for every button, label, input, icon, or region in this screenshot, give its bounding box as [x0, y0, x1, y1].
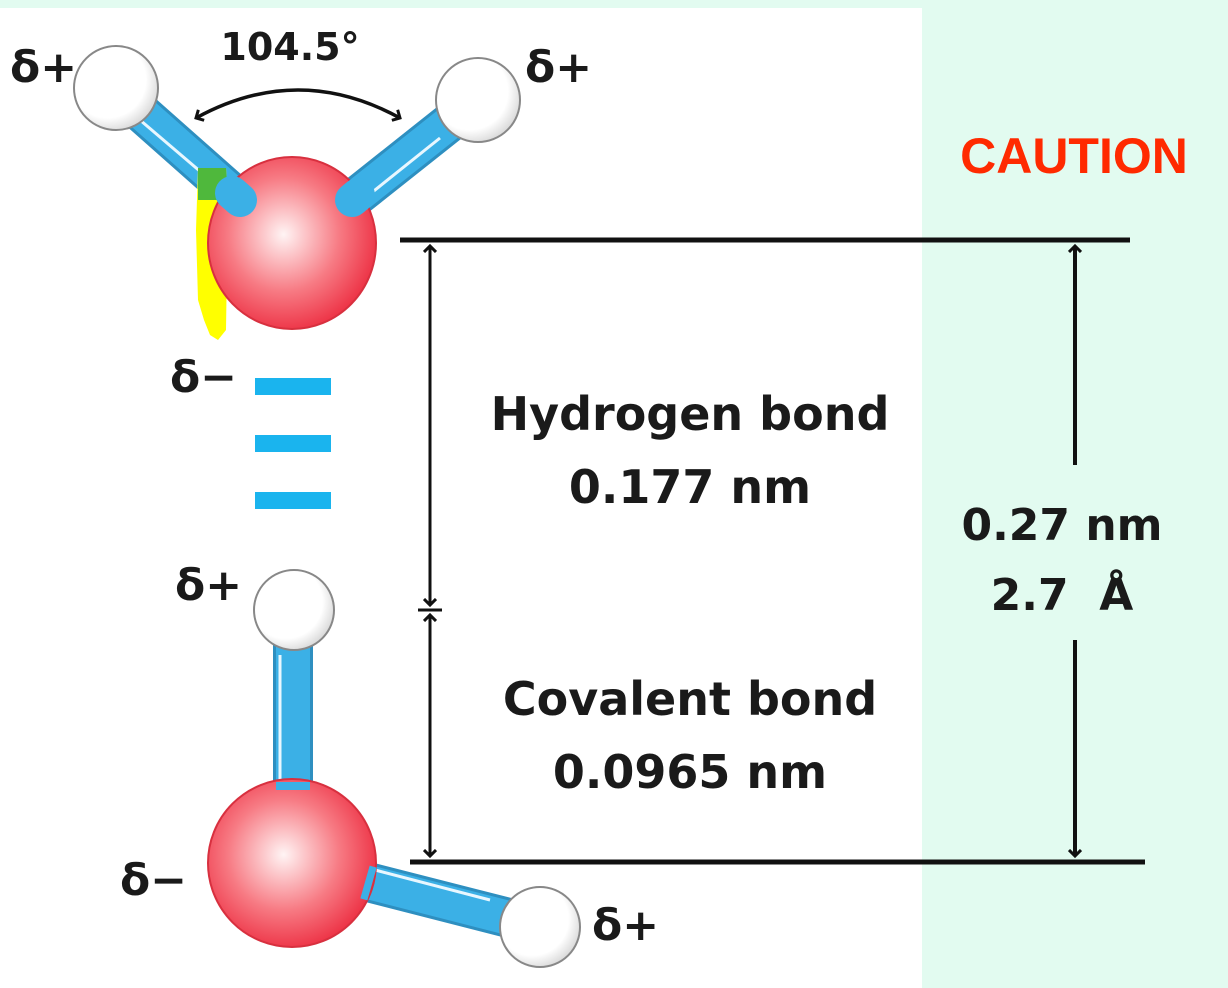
- hydrogen-bond-title: Hydrogen bond: [491, 387, 890, 441]
- bond-angle-arrow: [196, 88, 400, 118]
- charge-label: δ−: [170, 352, 237, 403]
- charge-label: δ+: [10, 42, 77, 93]
- total-distance-angstrom: 2.7 Å: [991, 568, 1134, 621]
- charge-label: δ+: [175, 560, 242, 611]
- white-panel: [0, 8, 922, 988]
- bond-shine: [374, 868, 491, 902]
- covalent-bond-title: Covalent bond: [503, 672, 877, 726]
- bond-end: [360, 865, 377, 901]
- hydrogen-atom: [499, 886, 581, 968]
- hbond-dash: [255, 492, 331, 509]
- hydrogen-bond-length: 0.177 nm: [569, 460, 811, 514]
- top-water-molecule: 104.5° δ+ δ+ δ−: [10, 25, 592, 403]
- hydrogen-atom: [73, 45, 159, 131]
- charge-label: δ−: [120, 855, 187, 906]
- covalent-bond-length: 0.0965 nm: [553, 745, 827, 799]
- caution-label: CAUTION: [960, 128, 1188, 184]
- charge-label: δ+: [592, 900, 659, 951]
- hbond-dash: [255, 378, 331, 395]
- bond-end: [215, 176, 257, 217]
- bottom-water-molecule: δ+ δ− δ+: [120, 560, 659, 968]
- hydrogen-atom: [253, 569, 335, 651]
- charge-label: δ+: [525, 42, 592, 93]
- hbond-dash: [255, 435, 331, 452]
- hydrogen-bond-dashes: [255, 378, 331, 509]
- hydrogen-atom: [435, 57, 521, 143]
- oxygen-atom: [207, 778, 377, 948]
- bond-angle-label: 104.5°: [220, 25, 359, 69]
- distance-annotations: [400, 237, 1145, 865]
- bond-end: [335, 178, 375, 217]
- total-distance-nm: 0.27 nm: [961, 500, 1162, 551]
